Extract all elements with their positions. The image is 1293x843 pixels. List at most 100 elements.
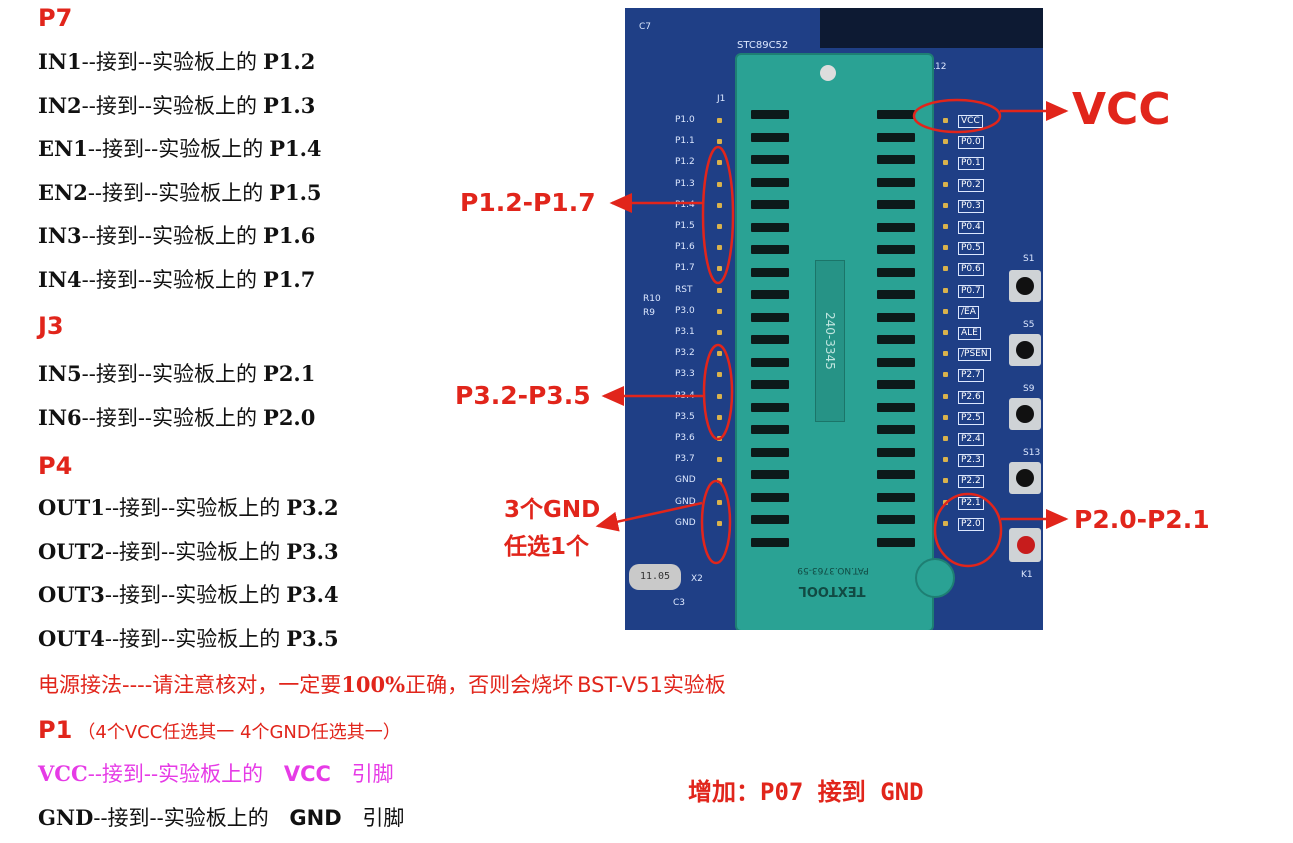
header-pin [943,478,948,484]
socket-slot [751,335,789,344]
pin-label: VCC [958,115,983,128]
pin-label: P1.5 [675,221,695,231]
socket-slot [751,267,789,277]
pin-label: RST [675,284,693,295]
header-pin [943,287,948,293]
pin-label: P3.6 [675,433,695,443]
label-j1: J1 [717,94,726,104]
header-pin [717,520,722,526]
socket-slot [877,200,915,209]
header-pin [943,118,948,123]
signal-name: IN5 [38,361,82,386]
pin-label: P2.3 [958,454,984,468]
pin-label: P2.0 [958,517,984,531]
signal-name: IN6 [38,404,82,430]
header-pin [943,308,948,314]
p1-note: （4个VCC任选其一 4个GND任选其一） [77,722,401,743]
pin-name: P2.1 [263,361,316,386]
zif-socket: 240-3345 TEXTOOL PAT.NO.3763-59 [735,53,934,630]
socket-slot [877,537,915,547]
signal-name: EN2 [38,179,88,205]
label-c7: C7 [639,22,652,32]
pin-label: P2.6 [958,390,984,404]
connector-text: --接到--实验板上的 [81,405,258,430]
signal-name: EN1 [38,136,88,161]
pin-label: GND [675,475,696,486]
crystal: 11.05 [629,564,681,590]
p7-header: P7 [38,4,73,32]
button-s13 [1009,462,1041,494]
header-pin [717,224,722,229]
socket-slot [877,110,915,119]
header-pin [717,118,722,123]
connector-text: --接到--实验板上的 [81,93,258,118]
header-pin [943,351,948,357]
header-pin [943,457,948,463]
connector-text: --接到--实验板上的 [104,539,281,564]
gnd-pin: GND [289,806,342,830]
pin-label: GND [675,517,696,528]
socket-slot [751,470,789,479]
vcc-signal: VCC [38,761,88,786]
socket-slot [877,155,915,164]
header-pin [943,224,948,229]
pin-label: P1.3 [675,178,695,189]
socket-slot [877,447,915,457]
button-s9 [1009,398,1041,430]
pin-name: P1.4 [269,136,322,161]
p4-header: P4 [38,452,73,480]
socket-slot [877,335,915,344]
header-pin [943,393,948,399]
pin-label: /PSEN [958,348,991,362]
button-k1 [1009,528,1041,562]
connector-text: --接到--实验板上的 [87,180,264,205]
pin-label: P1.2 [675,157,695,168]
signal-name: OUT1 [38,495,105,520]
header-pin [717,245,722,251]
header-pin [943,414,948,420]
header-pin [717,202,722,208]
vcc-pin: VCC [283,762,331,786]
pin-label: P1.4 [675,199,695,210]
connector-text: --接到--实验板上的 [81,267,258,292]
header-pin [943,202,948,208]
label-r9: R9 [643,308,655,318]
pin-label: P3.2 [675,348,695,359]
pin-label: P2.4 [958,433,984,446]
board-photo: STC89C52 C7 J1 L12 R10 R9 X2 C3 S1 S5 S9… [625,8,1043,630]
signal-name: IN3 [38,223,82,248]
pin-label: /EA [958,305,979,319]
label-s5: S5 [1023,320,1035,330]
pin-name: P1.3 [263,92,316,118]
socket-slot [751,222,789,232]
label-s1: S1 [1023,254,1035,264]
gnd-ellipse [700,479,732,565]
gnd-end: 引脚 [362,806,405,830]
header-pin [943,160,948,166]
warning-post: 正确，否则会烧坏 [405,673,574,697]
connector-text: --接到--实验板上的 [104,626,281,651]
vcc-end: 引脚 [351,762,394,786]
socket-slot [751,177,789,187]
pin-label: P3.7 [675,454,695,465]
header-pin [717,457,722,463]
pin-label: GND [675,496,696,507]
header-pin [717,499,722,505]
pin-name: P1.6 [263,223,316,248]
connector-text: --接到--实验板上的 [87,137,264,161]
header-pin [717,393,722,399]
pin-name: P1.7 [263,266,316,292]
socket-screw [820,65,836,81]
socket-slot [751,515,789,524]
pin-name: P1.2 [263,49,316,74]
pin-name: P3.2 [286,495,339,520]
socket-slot [751,290,789,299]
button-s1 [1009,270,1041,302]
socket-slot [751,312,789,322]
